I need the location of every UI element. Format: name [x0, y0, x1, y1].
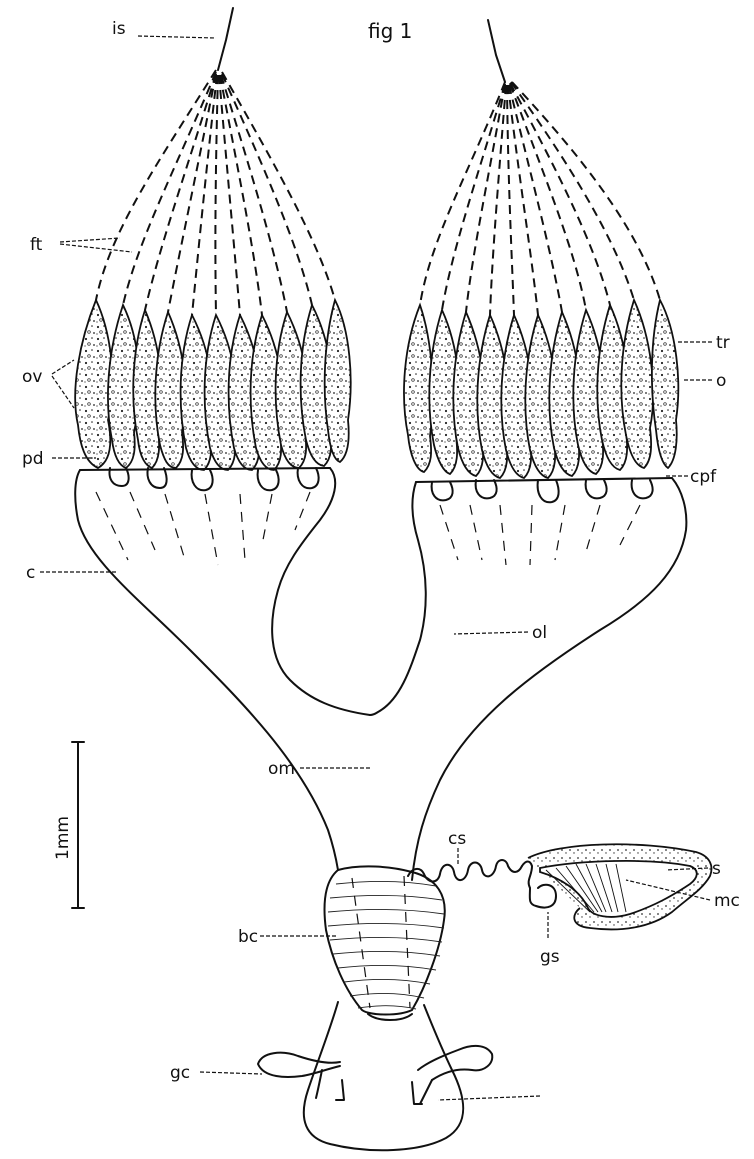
scale-bar-label: 1mm — [53, 816, 73, 860]
bursa-copulatrix — [325, 866, 445, 1020]
label-pd: pd — [22, 449, 44, 469]
label-ft: ft — [30, 235, 43, 255]
left-ovarioles — [75, 300, 350, 470]
label-cpf: cpf — [690, 467, 717, 487]
label-gc: gc — [170, 1063, 190, 1083]
label-bc: bc — [238, 927, 258, 947]
genital-chamber — [258, 1002, 492, 1150]
label-mc: mc — [714, 891, 740, 911]
label-o: o — [716, 371, 726, 391]
label-cs: cs — [448, 829, 466, 849]
figure-title: fig 1 — [368, 19, 412, 43]
label-c: c — [26, 563, 35, 583]
right-terminal-thread — [488, 20, 505, 82]
label-tr: tr — [716, 333, 730, 353]
label-ov: ov — [22, 367, 42, 387]
right-calyx — [370, 478, 686, 880]
scale-bar: 1mm — [53, 742, 84, 908]
label-om: om — [268, 759, 295, 779]
left-terminal-thread — [218, 8, 233, 70]
label-gs: gs — [540, 947, 560, 967]
right-terminal-filaments — [420, 82, 660, 315]
left-terminal-filaments — [96, 70, 335, 315]
label-pointers — [40, 36, 712, 1100]
label-ol: ol — [532, 623, 547, 643]
spermatheca — [408, 844, 711, 929]
label-s: s — [712, 859, 721, 879]
left-calyx — [75, 468, 370, 870]
right-ovarioles — [404, 300, 678, 478]
label-is: is — [112, 19, 126, 39]
